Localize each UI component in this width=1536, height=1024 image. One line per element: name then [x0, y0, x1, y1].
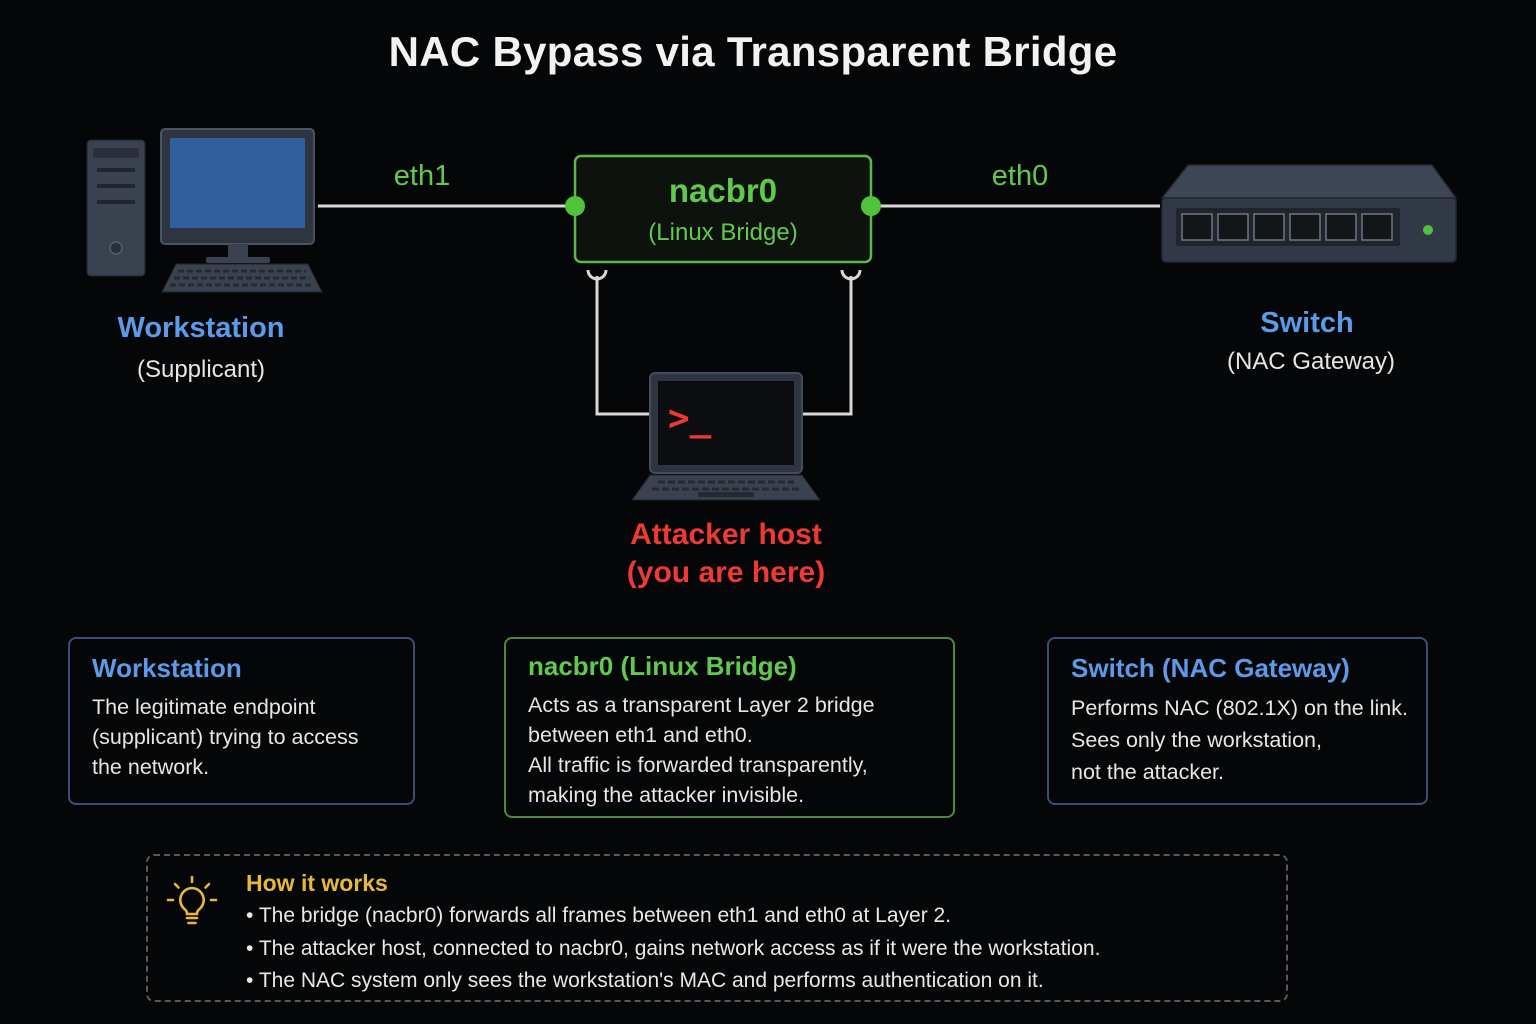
link-label-eth0: eth0	[991, 160, 1049, 192]
card-switch: Switch (NAC Gateway) Performs NAC (802.1…	[1047, 637, 1428, 805]
card-line: Acts as a transparent Layer 2 bridge	[528, 693, 875, 717]
card-line: All traffic is forwarded transparently,	[528, 753, 868, 777]
lightbulb-icon	[166, 875, 218, 925]
card-bridge: nacbr0 (Linux Bridge) Acts as a transpar…	[504, 637, 955, 818]
list-item: The NAC system only sees the workstation…	[246, 965, 1100, 998]
list-item: The attacker host, connected to nacbr0, …	[246, 933, 1101, 966]
card-line: between eth1 and eth0.	[528, 723, 753, 747]
how-it-works-box: How it works The bridge (nacbr0) forward…	[146, 854, 1288, 1002]
switch-name: Switch	[1260, 307, 1354, 339]
card-workstation: Workstation The legitimate endpoint (sup…	[68, 637, 415, 805]
bridge-port-right	[840, 269, 862, 281]
bridge-port-left	[586, 269, 608, 281]
card-title: nacbr0 (Linux Bridge)	[528, 651, 797, 681]
network-switch-icon	[1160, 164, 1458, 263]
list-item: The bridge (nacbr0) forwards all frames …	[246, 900, 1100, 933]
card-title: Switch (NAC Gateway)	[1071, 653, 1350, 683]
card-line: The legitimate endpoint	[92, 695, 316, 719]
laptop-terminal-icon	[631, 372, 821, 501]
card-title: Workstation	[92, 653, 242, 683]
how-it-works-title: How it works	[246, 870, 388, 896]
bridge-port-dot-right	[861, 196, 881, 216]
how-it-works-list: The bridge (nacbr0) forwards all frames …	[246, 900, 1101, 998]
card-line: Performs NAC (802.1X) on the link.	[1071, 696, 1408, 720]
attacker-sublabel: (you are here)	[626, 556, 826, 589]
card-line: not the attacker.	[1071, 760, 1224, 784]
card-line: making the attacker invisible.	[528, 783, 805, 807]
link-label-eth1: eth1	[393, 160, 451, 192]
attacker-label: Attacker host	[630, 518, 822, 551]
workstation-name: Workstation	[117, 312, 285, 344]
terminal-prompt: >_	[668, 398, 712, 439]
card-line: the network.	[92, 755, 210, 779]
bridge-name: nacbr0	[668, 172, 778, 209]
page-title: NAC Bypass via Transparent Bridge	[388, 28, 1118, 75]
bridge-subtitle: (Linux Bridge)	[648, 219, 798, 246]
link-attacker-right	[800, 276, 853, 416]
card-line: (supplicant) trying to access	[92, 725, 359, 749]
workstation-subtitle: (Supplicant)	[136, 356, 266, 383]
card-line: Sees only the workstation,	[1071, 728, 1322, 752]
desktop-computer-icon	[86, 128, 323, 293]
link-attacker-left	[595, 276, 650, 416]
bridge-port-dot-left	[565, 196, 585, 216]
switch-subtitle: (NAC Gateway)	[1226, 348, 1396, 375]
